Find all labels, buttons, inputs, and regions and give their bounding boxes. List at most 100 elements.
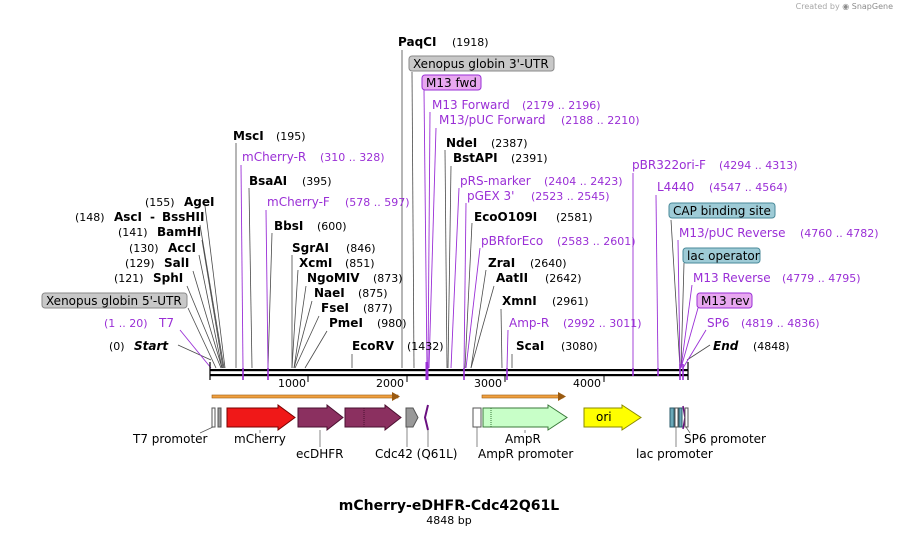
site-markers	[242, 362, 684, 380]
leader-pmei	[304, 330, 328, 369]
leader-m13rev-box	[680, 307, 699, 369]
feature-m13fwd-mark	[423, 404, 429, 431]
primer-pgex3-coord: (2523 .. 2545)	[531, 190, 610, 203]
label-ampr-promoter: AmpR promoter	[478, 447, 573, 461]
feature-ecdhfr-arrow	[297, 403, 344, 432]
primer-m13puc-reverse-coord: (4760 .. 4782)	[800, 227, 879, 240]
enzyme-xmni-coord: (2961)	[552, 295, 589, 308]
enzyme-sali: SalI	[164, 256, 189, 270]
svg-text:CAP binding site: CAP binding site	[673, 204, 771, 218]
primer-m13-forward-coord: (2179 .. 2196)	[522, 99, 601, 112]
enzyme-sgrai: SgrAI	[292, 241, 329, 255]
enzyme-ngomiv: NgoMIV	[307, 271, 360, 285]
enzyme-asci: AscI	[114, 210, 142, 224]
label-cdc42: Cdc42 (Q61L)	[375, 447, 457, 461]
feature-cap-mark	[669, 407, 675, 428]
start-pos: (0)	[109, 340, 125, 353]
leader-m13fwd-box	[423, 89, 428, 369]
primer-pbrforeco-coord: (2583 .. 2601)	[557, 235, 636, 248]
enzyme-sgrai-coord: (846)	[346, 242, 376, 255]
leader-m13puc-forward	[428, 127, 437, 369]
primer-t7-coord: (1 .. 20)	[104, 317, 148, 330]
primer-sp6: SP6	[707, 316, 730, 330]
leader-agei	[204, 205, 226, 369]
box-xenopus-5utr: Xenopus globin 5'-UTR	[41, 292, 188, 309]
leader-sp6	[682, 329, 707, 369]
leader-mcherry-f	[265, 209, 269, 369]
feature-laco-mark	[678, 407, 683, 428]
leader-ampr	[506, 329, 509, 369]
primer-m13-reverse-coord: (4779 .. 4795)	[782, 272, 861, 285]
start-label: Start	[134, 339, 169, 353]
enzyme-acci: AccI	[168, 241, 196, 255]
enzyme-ecorv-coord: (1432)	[407, 340, 444, 353]
primer-mcherry-f-coord: (578 .. 597)	[345, 196, 410, 209]
label-ampr: AmpR	[505, 432, 541, 446]
box-lac-operator: lac operator	[682, 247, 761, 264]
credit: Created by ◉ SnapGene	[796, 2, 893, 11]
primer-m13-reverse: M13 Reverse	[693, 271, 771, 285]
enzyme-agei: AgeI	[184, 195, 214, 209]
enzyme-bstapi-coord: (2391)	[511, 152, 548, 165]
enzyme-aatii-coord: (2642)	[545, 272, 582, 285]
leader-bsaai	[248, 187, 253, 369]
primer-t7: T7	[158, 316, 174, 330]
primer-sp6-coord: (4819 .. 4836)	[741, 317, 820, 330]
feature-ori-arrow	[583, 404, 642, 431]
leader-aatii	[470, 285, 495, 369]
enzyme-ecoo109i: EcoO109I	[474, 210, 537, 224]
leader-xglobin3	[411, 71, 415, 369]
label-t7-promoter: T7 promoter	[132, 432, 208, 446]
enzyme-msci: MscI	[233, 129, 264, 143]
leader-prs-marker	[450, 187, 460, 369]
enzyme-msci-coord: (195)	[276, 130, 306, 143]
leader-start	[177, 344, 212, 361]
primer-amp-r: Amp-R	[509, 316, 549, 330]
box-xenopus-3utr: Xenopus globin 3'-UTR	[408, 55, 555, 72]
enzyme-sphi: SphI	[153, 271, 183, 285]
enzyme-pmei: PmeI	[329, 316, 363, 330]
leader-cap	[670, 219, 681, 369]
feature-xglobin3-arrow	[405, 407, 419, 428]
leader-acci	[198, 254, 223, 369]
enzyme-fsei: FseI	[321, 301, 349, 315]
enzyme-sali-coord: (129)	[125, 257, 155, 270]
svg-text:lac operator: lac operator	[687, 249, 760, 263]
snapgene-icon: ◉	[842, 2, 850, 11]
label-lac-promoter: lac promoter	[636, 447, 713, 461]
primer-prs-marker: pRS-marker	[460, 174, 531, 188]
enzyme-fsei-coord: (877)	[363, 302, 393, 315]
svg-text:Xenopus globin 5'-UTR: Xenopus globin 5'-UTR	[46, 294, 182, 308]
credit-brand: SnapGene	[851, 2, 893, 11]
leader-pbrforeco	[465, 247, 481, 369]
leader-ngomiv	[293, 285, 307, 369]
feature-connectors	[199, 426, 691, 447]
enzyme-naei-coord: (875)	[358, 287, 388, 300]
enzyme-ndei: NdeI	[446, 136, 477, 150]
enzyme-xcmi: XcmI	[299, 256, 332, 270]
box-m13-rev: M13 rev	[696, 292, 753, 309]
feature-xglobin5-mark	[217, 407, 222, 428]
primer-mcherry-f: mCherry-F	[267, 195, 330, 209]
enzyme-bsaai: BsaAI	[249, 174, 287, 188]
feature-amprpromoter-mark	[472, 407, 482, 428]
feature-lacpromoter-mark	[674, 407, 679, 428]
label-sp6-promoter: SP6 promoter	[684, 432, 766, 446]
leader-ecoo109i	[464, 222, 473, 369]
feature-sp6-mark	[684, 407, 689, 428]
enzyme-ngomiv-coord: (873)	[373, 272, 403, 285]
boxed-labels: Xenopus globin 3'-UTR M13 fwd CAP bindin…	[41, 55, 776, 309]
label-ecdhfr: ecDHFR	[296, 447, 343, 461]
leader-naei	[293, 300, 313, 369]
enzyme-aatii: AatII	[496, 271, 528, 285]
tick-2000: 2000	[376, 377, 404, 390]
primer-amp-r-coord: (2992 .. 3011)	[563, 317, 642, 330]
enzyme-bbsi: BbsI	[274, 219, 303, 233]
primer-pbrforeco: pBRforEco	[481, 234, 543, 248]
tick-3000: 3000	[474, 377, 502, 390]
enzyme-labels: PaqCI (1918) MscI (195) NdeI (2387) BstA…	[75, 35, 598, 353]
enzyme-bsaai-coord: (395)	[302, 175, 332, 188]
primer-m13puc-forward-coord: (2188 .. 2210)	[561, 114, 640, 127]
box-m13-fwd: M13 fwd	[421, 74, 482, 91]
